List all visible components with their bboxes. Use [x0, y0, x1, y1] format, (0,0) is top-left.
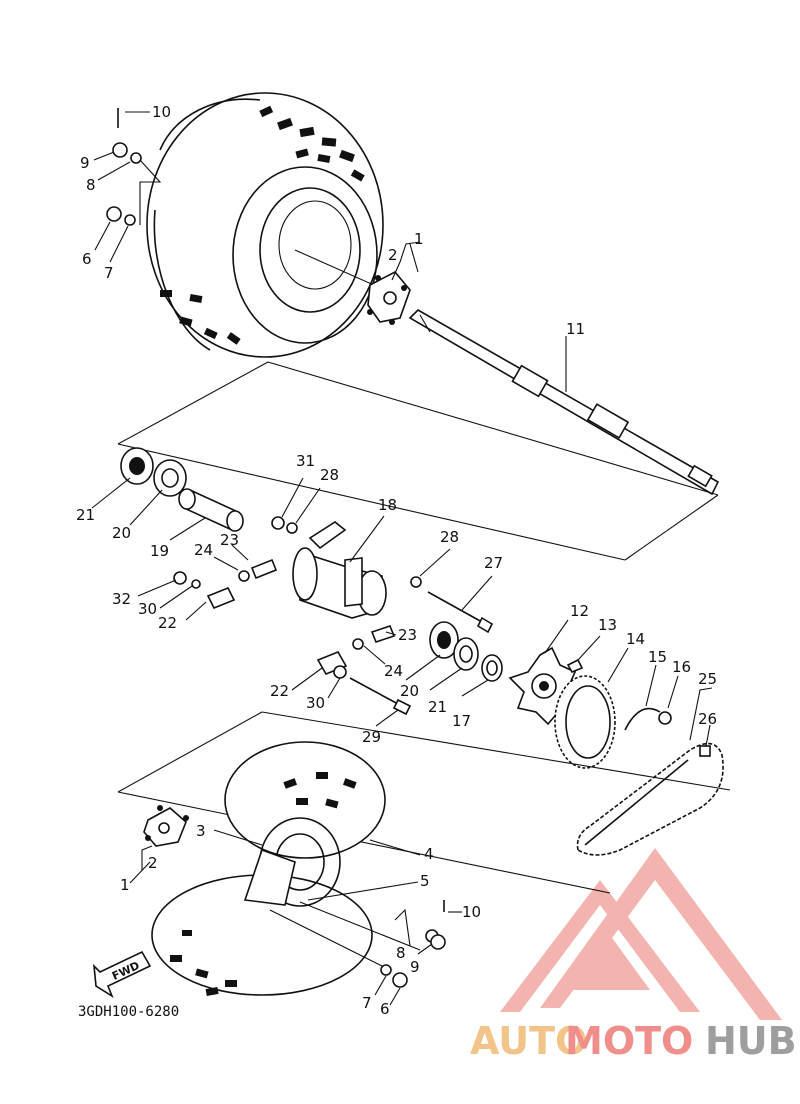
label-6-lower: 6: [380, 1000, 390, 1018]
washer-28: [286, 522, 298, 534]
label-30-left: 30: [138, 600, 157, 618]
watermark-auto: AUTO: [470, 1019, 587, 1063]
spacer-19: [178, 488, 244, 532]
nut-6-upper: [106, 206, 122, 222]
label-9-upper: 9: [80, 154, 90, 172]
label-6-upper: 6: [82, 250, 92, 268]
lower-hub: [143, 805, 189, 847]
washer-8-upper: [130, 152, 142, 164]
label-10-upper: 10: [152, 103, 171, 121]
nut-16: [658, 711, 672, 725]
washer-28-right: [410, 576, 422, 588]
bearing-left: [120, 447, 187, 497]
label-9-lower: 9: [410, 958, 420, 976]
sprocket: [554, 675, 616, 769]
upper-tire-treads: [160, 105, 365, 345]
label-8-upper: 8: [86, 176, 96, 194]
watermark-moto: MOTO: [565, 1019, 693, 1063]
fwd-arrow: FWD: [92, 950, 152, 998]
label-12: 12: [570, 602, 589, 620]
label-13: 13: [598, 616, 617, 634]
rear-axle: [408, 309, 720, 496]
label-31: 31: [296, 452, 315, 470]
lower-wheel-assembly: [151, 741, 386, 996]
label-7-upper: 7: [104, 264, 114, 282]
upper-wheel-assembly: [146, 92, 386, 358]
clip-15: [624, 707, 661, 731]
label-22-lower: 22: [270, 682, 289, 700]
label-8-lower: 8: [396, 944, 406, 962]
label-23-upper: 23: [220, 531, 239, 549]
label-7-lower: 7: [362, 994, 372, 1012]
label-1-lower: 1: [120, 876, 130, 894]
watermark-text: AUTO MOTO HUB: [470, 1019, 797, 1063]
drive-chain: [576, 742, 724, 856]
label-24-lower: 24: [384, 662, 403, 680]
label-18: 18: [378, 496, 397, 514]
adjuster-upper: [173, 558, 278, 610]
label-19: 19: [150, 542, 169, 560]
label-2-upper: 2: [388, 246, 398, 264]
label-17: 17: [452, 712, 471, 730]
bearing-right: [429, 621, 503, 682]
label-20-left: 20: [112, 524, 131, 542]
part-labels: 10 9 8 6 7 1 2 11 31 28 18 21 20 19 23 2…: [76, 103, 717, 1018]
label-28-right: 28: [440, 528, 459, 546]
label-2-lower: 2: [148, 854, 158, 872]
axle-housing: [292, 521, 387, 619]
label-32: 32: [112, 590, 131, 608]
label-25: 25: [698, 670, 717, 688]
bolt-27: [427, 591, 494, 634]
label-27: 27: [484, 554, 503, 572]
bolt-13: [566, 658, 584, 674]
label-28-upper: 28: [320, 466, 339, 484]
label-5: 5: [420, 872, 430, 890]
label-26: 26: [698, 710, 717, 728]
diagram-code: 3GDH100-6280: [78, 1004, 179, 1020]
leader-lines: [91, 111, 713, 1006]
nut-31: [271, 516, 285, 530]
lower-tire-treads: [170, 772, 357, 996]
label-22-left: 22: [158, 614, 177, 632]
label-10-lower: 10: [462, 903, 481, 921]
label-16: 16: [672, 658, 691, 676]
label-23-lower: 23: [398, 626, 417, 644]
label-30-lower: 30: [306, 694, 325, 712]
label-14: 14: [626, 630, 645, 648]
exploded-frame: [117, 361, 719, 561]
label-21-left: 21: [76, 506, 95, 524]
label-4: 4: [424, 845, 434, 863]
watermark-logo: [500, 848, 782, 1020]
label-29: 29: [362, 728, 381, 746]
label-15: 15: [648, 648, 667, 666]
label-21-right: 21: [428, 698, 447, 716]
label-3: 3: [196, 822, 206, 840]
chain-joint: [699, 745, 711, 757]
watermark-hub: HUB: [705, 1019, 797, 1063]
label-11: 11: [566, 320, 585, 338]
label-1-upper: 1: [414, 230, 424, 248]
lower-frame: [117, 711, 731, 894]
label-20-right: 20: [400, 682, 419, 700]
nut-9-upper: [112, 142, 128, 158]
washer-7-upper: [124, 214, 136, 226]
label-24-upper: 24: [194, 541, 213, 559]
